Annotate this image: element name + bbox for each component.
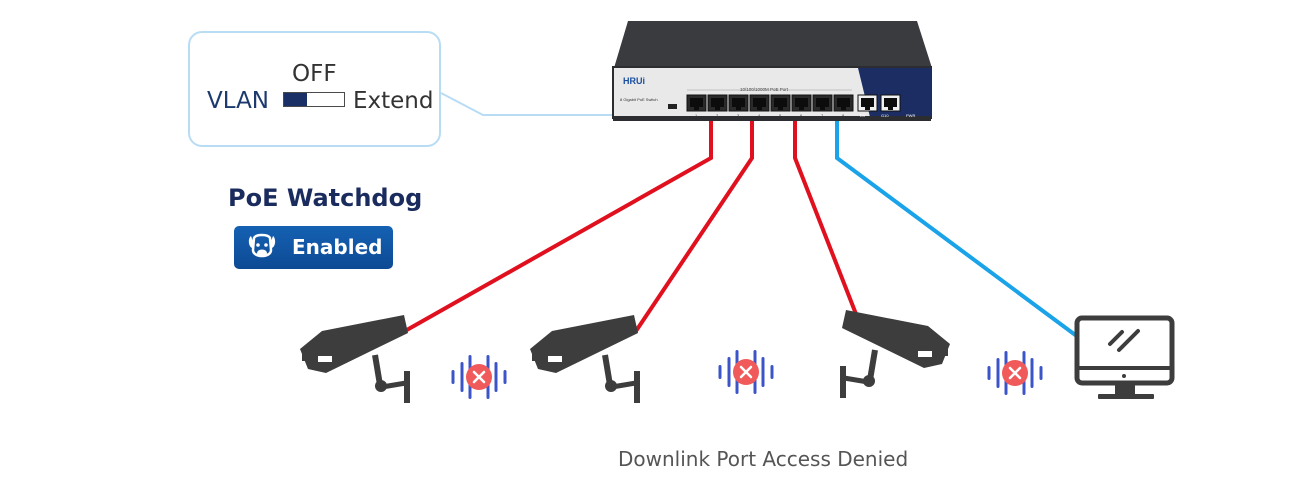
switch-port-labels: 1 2 3 4 5 6 7 8	[695, 113, 845, 118]
ethernet-port	[857, 94, 878, 112]
port-number-label: 7	[821, 113, 824, 118]
port-number-label: 3	[737, 113, 740, 118]
signal-bar	[761, 357, 765, 387]
port-number-label: 6	[800, 113, 803, 118]
port-number-label: 4	[758, 113, 761, 118]
signal-bar	[460, 362, 464, 392]
poe-link-3	[793, 118, 858, 315]
signal-bar	[494, 362, 498, 392]
switch-panel-text: 10/100/1000M PoE Port	[740, 87, 789, 92]
data-link-monitor	[835, 118, 1080, 339]
poe-link-2	[634, 118, 754, 333]
monitor-icon	[1074, 315, 1175, 399]
watchdog-icon	[248, 233, 276, 258]
access-denied-icon	[451, 355, 507, 399]
camera-icon	[300, 315, 410, 403]
poe-links	[404, 118, 1080, 339]
poe-switch: HRUi 8 Gigabit PoE Switch 10/100/1000M P…	[612, 21, 932, 121]
watchdog-badge-text: Enabled	[292, 235, 383, 259]
camera-icon	[840, 310, 950, 398]
vlan-left-label: VLAN	[207, 88, 270, 114]
switch-ports	[686, 94, 901, 112]
ethernet-port	[812, 94, 833, 112]
poe-link-1	[404, 118, 713, 333]
access-denied-icon	[987, 351, 1043, 395]
signal-bar	[1039, 366, 1043, 380]
vlan-state-label: OFF	[292, 61, 337, 87]
switch-g10-label: G10	[881, 113, 889, 118]
signal-bar	[1030, 358, 1034, 388]
ethernet-port	[833, 94, 854, 112]
denied-cross	[1008, 366, 1022, 380]
ethernet-port	[728, 94, 749, 112]
ethernet-port	[880, 94, 901, 112]
vlan-right-label: Extend	[353, 88, 434, 114]
signal-bar	[770, 365, 774, 379]
camera-icon	[530, 315, 640, 403]
ethernet-port	[686, 94, 707, 112]
signal-bar	[451, 370, 455, 384]
switch-top	[614, 21, 932, 68]
switch-d9-label: D9	[860, 113, 866, 118]
ethernet-port	[791, 94, 812, 112]
diagram-caption: Downlink Port Access Denied	[618, 447, 909, 471]
signal-bar	[718, 365, 722, 379]
switch-mode-toggle	[668, 104, 677, 109]
signal-bar	[727, 357, 731, 387]
watchdog-status-badge: Enabled	[234, 226, 393, 269]
port-number-label: 5	[779, 113, 782, 118]
switch-model-text: 8 Gigabit PoE Switch	[620, 97, 658, 102]
port-number-label: 2	[716, 113, 719, 118]
port-number-label: 1	[695, 113, 698, 118]
vlan-toggle	[283, 92, 345, 107]
denied-cross	[739, 365, 753, 379]
denied-cross	[472, 370, 486, 384]
switch-pwr-label: PWR	[906, 113, 915, 118]
signal-bar	[996, 358, 1000, 388]
signal-bar	[503, 370, 507, 384]
port-number-label: 8	[842, 113, 845, 118]
access-denied-icon	[718, 350, 774, 394]
ethernet-port	[749, 94, 770, 112]
ethernet-port	[707, 94, 728, 112]
ethernet-port	[770, 94, 791, 112]
signal-bar	[987, 366, 991, 380]
watchdog-title: PoE Watchdog	[228, 184, 423, 212]
vlan-panel: OFF VLAN Extend	[188, 31, 441, 147]
switch-brand: HRUi	[623, 76, 645, 86]
